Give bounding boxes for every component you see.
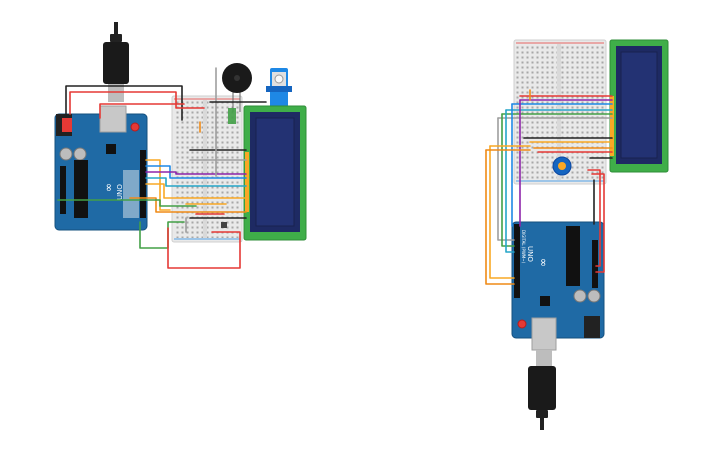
digital-label: DIGITAL (PWM~)	[521, 230, 526, 264]
wires-left	[57, 67, 267, 269]
potentiometer-icon	[552, 156, 572, 176]
left-circuit: ∞ UNO	[54, 22, 307, 269]
brand-logo-right: ∞	[537, 258, 550, 267]
brand-label: UNO	[116, 184, 124, 200]
resistor-green	[228, 108, 236, 124]
usb-plug-icon-right	[528, 317, 557, 430]
breadboard-left	[171, 95, 243, 243]
arduino-uno-right: ∞ UNO DIGITAL (PWM~)	[511, 221, 605, 339]
brand-logo: ∞	[102, 183, 115, 192]
arduino-uno-left: ∞ UNO	[54, 105, 148, 231]
pushbutton	[221, 222, 227, 228]
brand-label-right: UNO	[526, 246, 534, 262]
wires-right	[485, 89, 613, 285]
right-circuit: ∞ UNO DIGITAL (PWM~)	[485, 39, 669, 430]
lcd-display-icon	[243, 105, 307, 241]
servo-icon	[266, 68, 292, 108]
usb-plug-icon	[103, 22, 129, 102]
buzzer-icon	[222, 63, 252, 112]
lcd-display-icon-right	[609, 39, 669, 173]
